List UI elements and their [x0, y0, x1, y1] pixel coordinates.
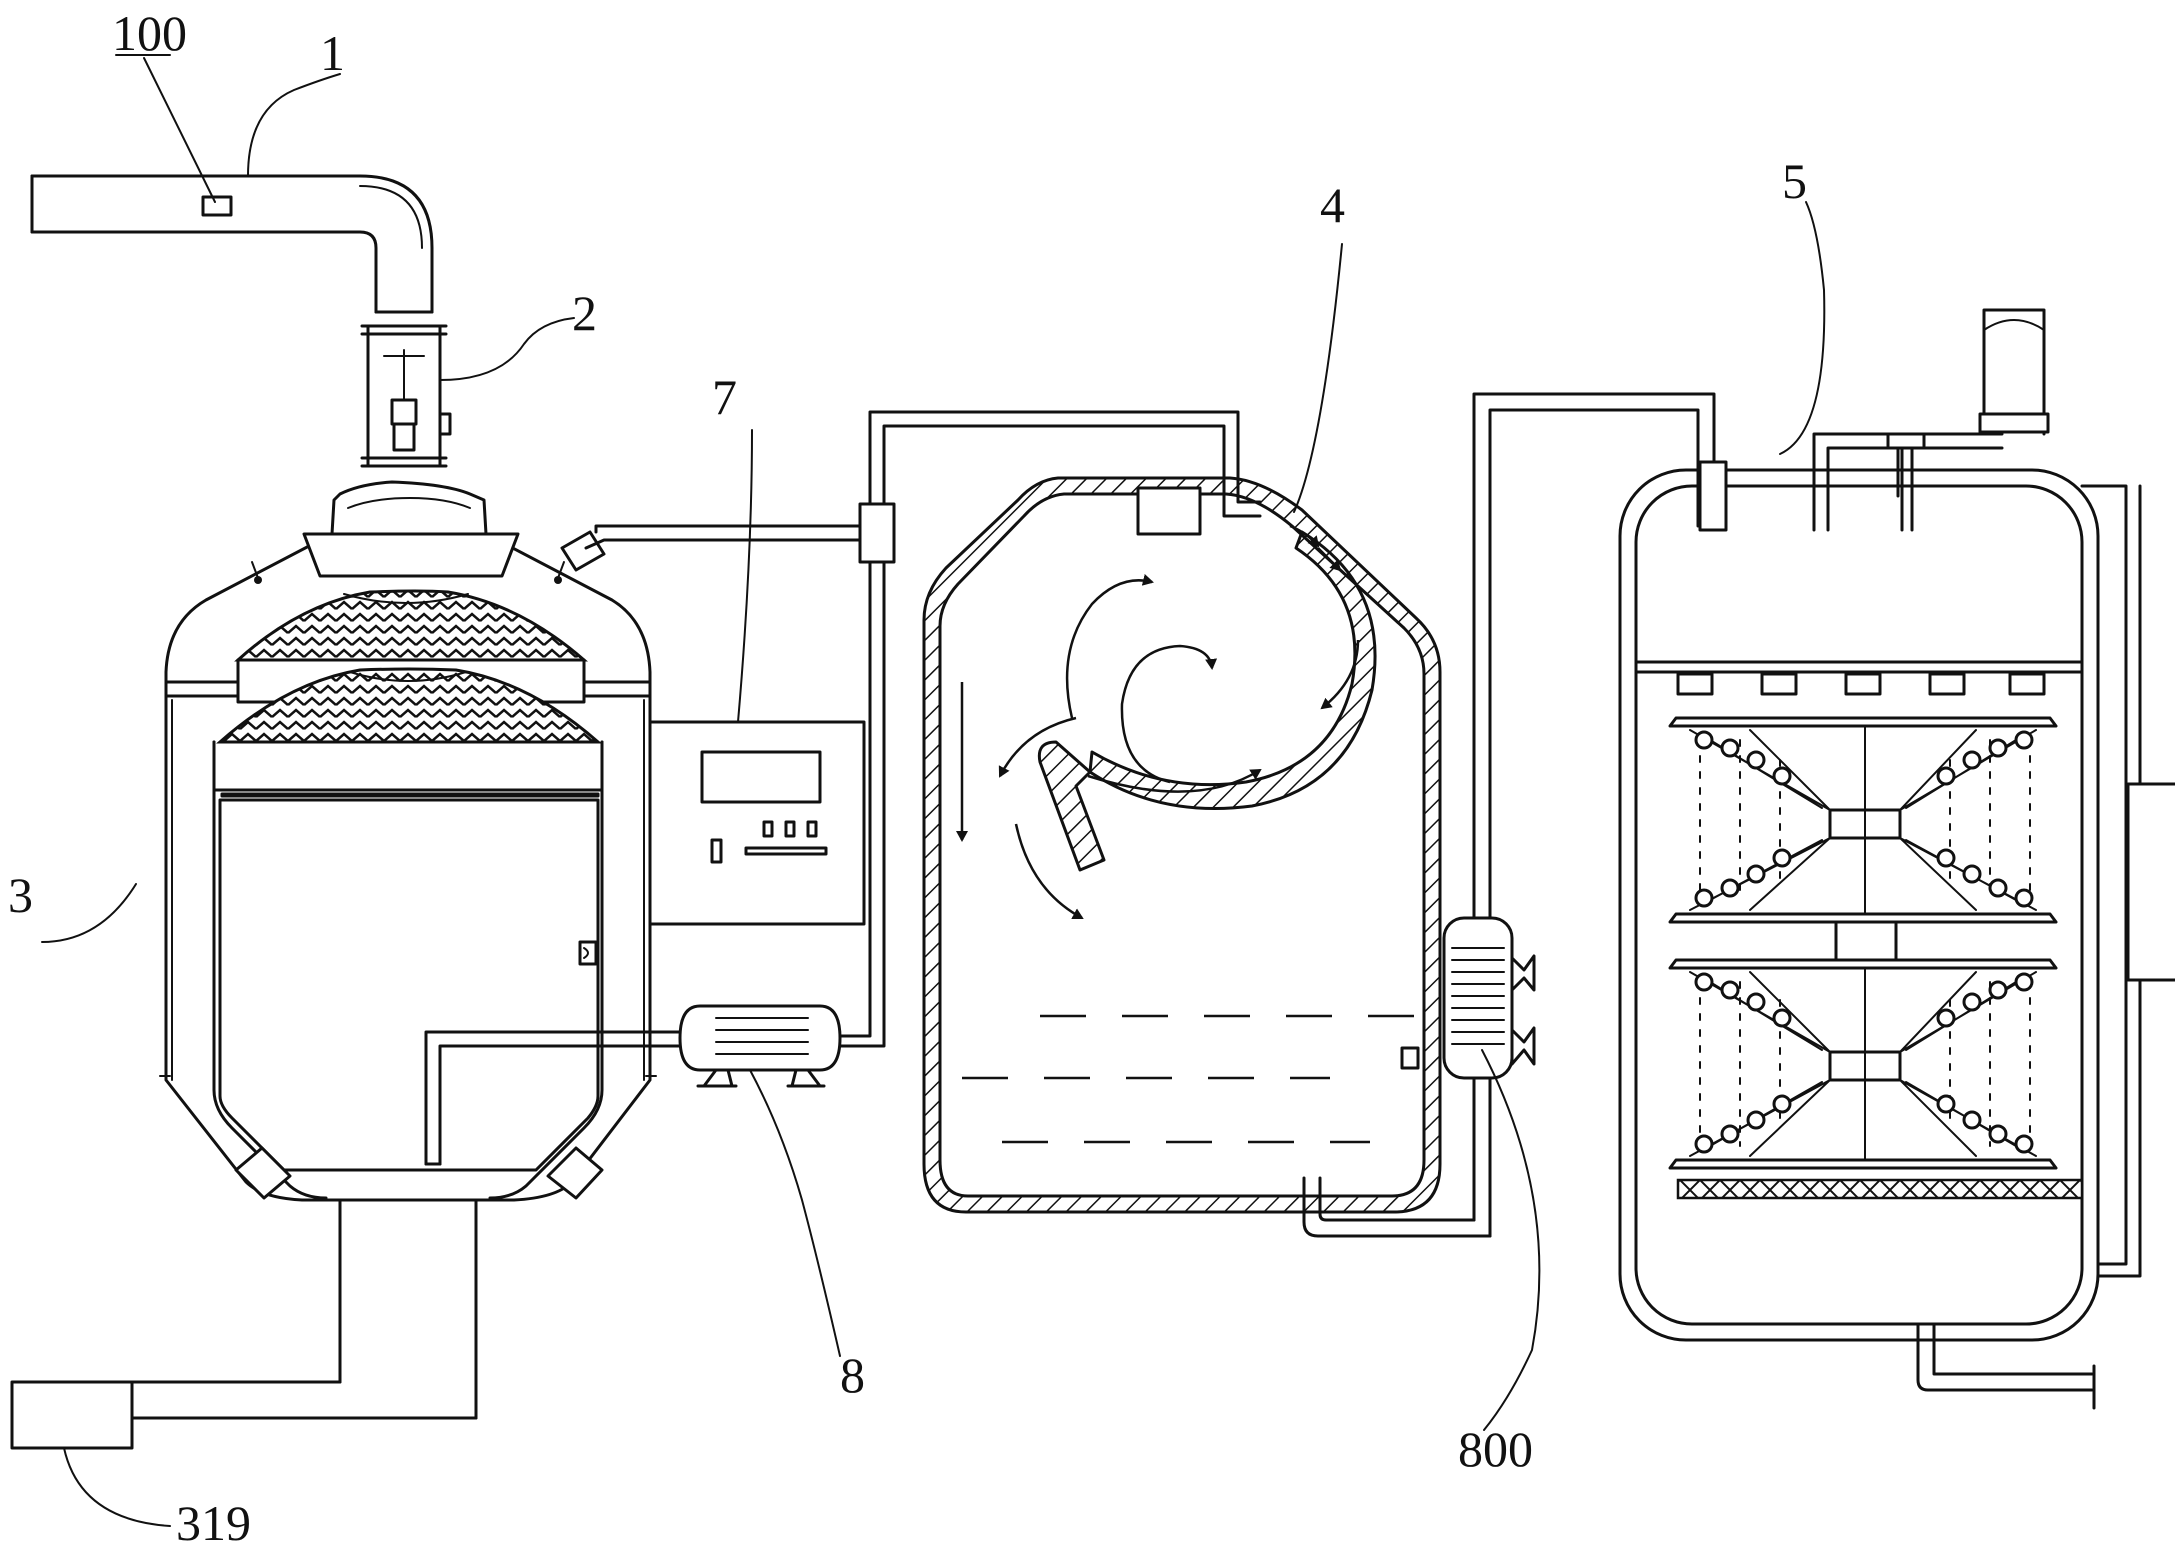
label-100: 100 [112, 5, 187, 61]
label-5: 5 [1782, 153, 1807, 209]
sensor-100 [201, 195, 233, 217]
reactor-stage-1 [1668, 716, 2058, 924]
label-319: 319 [176, 1495, 251, 1547]
inlet-duct [30, 174, 434, 314]
label-1: 1 [320, 25, 345, 81]
label-800: 800 [1458, 1421, 1533, 1477]
pump-8 [424, 1004, 842, 1166]
label-7: 7 [712, 369, 737, 425]
control-box-7 [648, 720, 866, 926]
bottom-outlet-319 [10, 1198, 478, 1450]
reactor-stage-2 [1668, 958, 2058, 1170]
tank-3 [159, 480, 657, 1202]
label-2: 2 [572, 285, 597, 341]
filter-800 [1442, 392, 1716, 1238]
reactor-5 [1618, 308, 2175, 1410]
pipe-network-a [584, 410, 1240, 1048]
reservoir-4 [922, 468, 1492, 1238]
leader-lines [41, 54, 1826, 1527]
label-8: 8 [840, 1347, 865, 1403]
valve-2 [360, 324, 452, 468]
label-3: 3 [8, 867, 33, 923]
label-4: 4 [1320, 177, 1345, 233]
